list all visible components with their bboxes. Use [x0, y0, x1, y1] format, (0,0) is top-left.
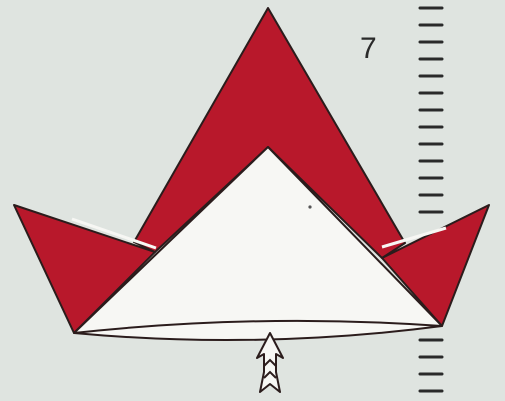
- step-number: 7: [360, 34, 377, 64]
- fold-direction-arrow-icon: [257, 333, 283, 392]
- reference-dot: [308, 205, 311, 208]
- ruler-ticks: [420, 8, 442, 391]
